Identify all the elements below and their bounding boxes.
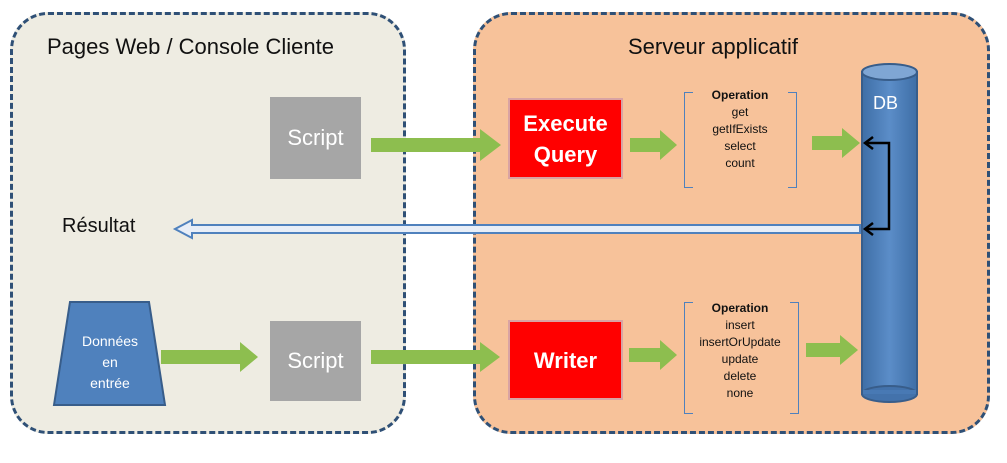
input-data-shape (52, 301, 167, 406)
script-box-top: Script (270, 97, 361, 179)
arrow-writer-to-operations (629, 340, 677, 370)
write-operations-list: Operation insert insertOrUpdate update d… (686, 300, 794, 402)
read-ops-header: Operation (711, 88, 769, 102)
execute-query-line-2: Query (533, 141, 598, 167)
write-op-item: none (726, 386, 754, 400)
server-panel-title: Serveur applicatif (628, 34, 798, 59)
write-op-item: update (721, 352, 759, 366)
write-op-item: delete (723, 369, 757, 383)
client-panel-title: Pages Web / Console Cliente (47, 34, 334, 59)
arrow-db-to-result (172, 218, 861, 240)
arrow-script-to-writer (371, 342, 500, 372)
input-line-1: Données (81, 332, 139, 349)
write-op-item: insert (725, 318, 755, 332)
result-label: Résultat (62, 215, 136, 237)
read-op-item: getIfExists (712, 122, 768, 136)
read-operations-list: Operation get getIfExists select count (690, 87, 790, 172)
input-data-label: Données en entrée (60, 330, 160, 394)
arrow-input-to-script (161, 342, 258, 372)
arrow-operations-to-db-write (806, 335, 858, 365)
arrow-execute-to-operations (630, 130, 677, 160)
script-box-bottom: Script (270, 321, 361, 401)
execute-query-box: Execute Query (508, 98, 623, 179)
input-line-3: entrée (90, 374, 130, 391)
read-op-item: count (725, 156, 755, 170)
read-op-item: select (724, 139, 756, 153)
arrow-operations-to-db (812, 128, 860, 158)
input-line-2: en (102, 353, 118, 370)
write-ops-header: Operation (711, 301, 769, 315)
arrow-script-to-execute (371, 129, 501, 161)
read-ops-bracket-right (788, 92, 797, 188)
db-label: DB (873, 93, 899, 113)
write-ops-bracket-right (790, 302, 799, 414)
read-op-item: get (731, 105, 749, 119)
writer-box: Writer (508, 320, 623, 400)
write-ops-bracket-left (684, 302, 693, 414)
write-op-item: insertOrUpdate (699, 335, 781, 349)
execute-query-line-1: Execute (523, 110, 608, 136)
db-result-connector (862, 136, 891, 236)
read-ops-bracket-left (684, 92, 693, 188)
